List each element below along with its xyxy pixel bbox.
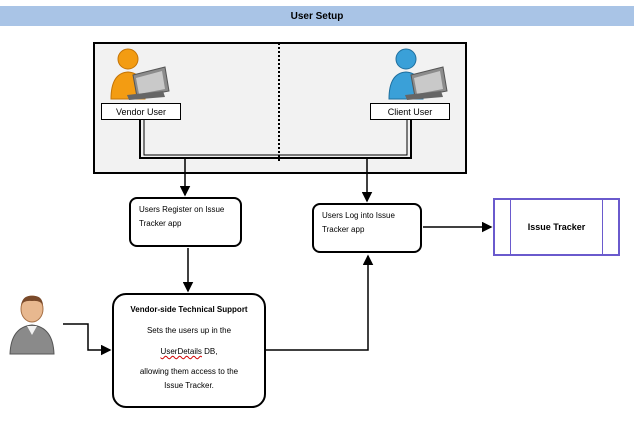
client-user-label: Client User bbox=[370, 103, 450, 120]
page-title: User Setup bbox=[0, 6, 634, 26]
user-merge-line bbox=[139, 120, 412, 159]
register-line-1: Users Register on Issue bbox=[139, 205, 225, 214]
login-box: Users Log into Issue Tracker app bbox=[312, 203, 422, 253]
arrow-admin-to-support bbox=[63, 323, 112, 356]
arrow-support-to-login bbox=[266, 254, 374, 351]
support-box: Vendor-side Technical Support Sets the u… bbox=[112, 293, 266, 408]
support-line-2: UserDetails DB, bbox=[114, 347, 264, 356]
issue-tracker-label: Issue Tracker bbox=[527, 222, 586, 232]
support-line-1: Sets the users up in the bbox=[146, 326, 232, 335]
support-db-name: UserDetails bbox=[160, 347, 202, 356]
login-line-1: Users Log into Issue bbox=[322, 211, 395, 220]
panel-divider bbox=[278, 43, 280, 161]
register-line-2: Tracker app bbox=[139, 219, 182, 228]
vendor-user-icon bbox=[103, 45, 171, 101]
issue-tracker-box: Issue Tracker bbox=[493, 198, 620, 256]
support-title: Vendor-side Technical Support bbox=[130, 305, 248, 314]
login-line-2: Tracker app bbox=[322, 225, 365, 234]
support-line-3: allowing them access to the bbox=[139, 367, 239, 376]
support-db-suffix: DB, bbox=[201, 347, 218, 356]
register-box: Users Register on Issue Tracker app bbox=[129, 197, 242, 247]
client-user-icon bbox=[381, 45, 449, 101]
admin-person-icon bbox=[7, 293, 57, 355]
user-merge-line-inner bbox=[143, 120, 408, 156]
vendor-user-label: Vendor User bbox=[101, 103, 181, 120]
support-line-4: Issue Tracker. bbox=[164, 381, 214, 390]
